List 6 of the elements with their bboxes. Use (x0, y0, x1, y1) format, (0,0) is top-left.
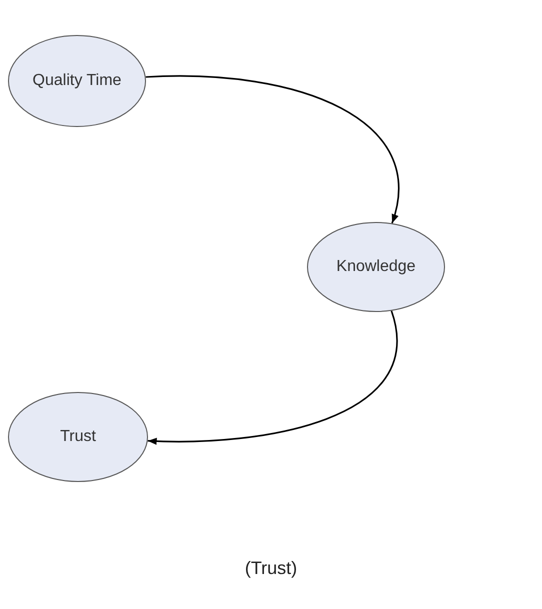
node-label: Trust (60, 428, 96, 446)
caption: (Trust) (244, 558, 298, 579)
curved-arrow (148, 310, 398, 445)
curved-arrow (146, 75, 399, 224)
node-label: Quality Time (32, 72, 122, 90)
node-label: Knowledge (336, 258, 416, 276)
